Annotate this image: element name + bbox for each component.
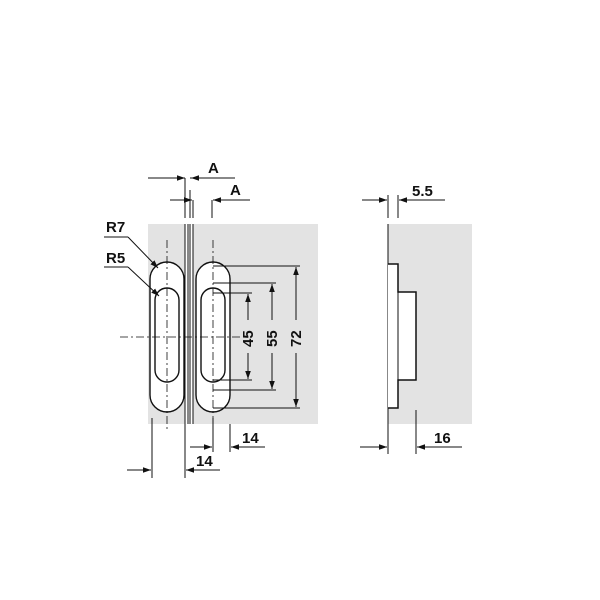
dimension-72-label: 72 bbox=[288, 330, 305, 347]
left-slot-inner bbox=[154, 287, 180, 383]
right-slot-inner bbox=[200, 287, 226, 383]
dimension-55-label: 55 bbox=[264, 330, 281, 347]
dimension-14-bottom-label: 14 bbox=[196, 453, 213, 470]
radius-inner-label: R5 bbox=[106, 250, 125, 267]
dimension-14-right-label: 14 bbox=[242, 430, 259, 447]
section-a-bottom-label: A bbox=[230, 182, 241, 199]
side-view: 5.5 16 bbox=[360, 183, 472, 454]
dimension-45-label: 45 bbox=[240, 330, 257, 347]
dimension-5-5-label: 5.5 bbox=[412, 183, 433, 200]
section-a-top-label: A bbox=[208, 160, 219, 177]
dimension-16-label: 16 bbox=[434, 430, 451, 447]
radius-outer-label: R7 bbox=[106, 219, 125, 236]
front-view: R7 R5 A A 45 55 72 bbox=[104, 160, 318, 478]
